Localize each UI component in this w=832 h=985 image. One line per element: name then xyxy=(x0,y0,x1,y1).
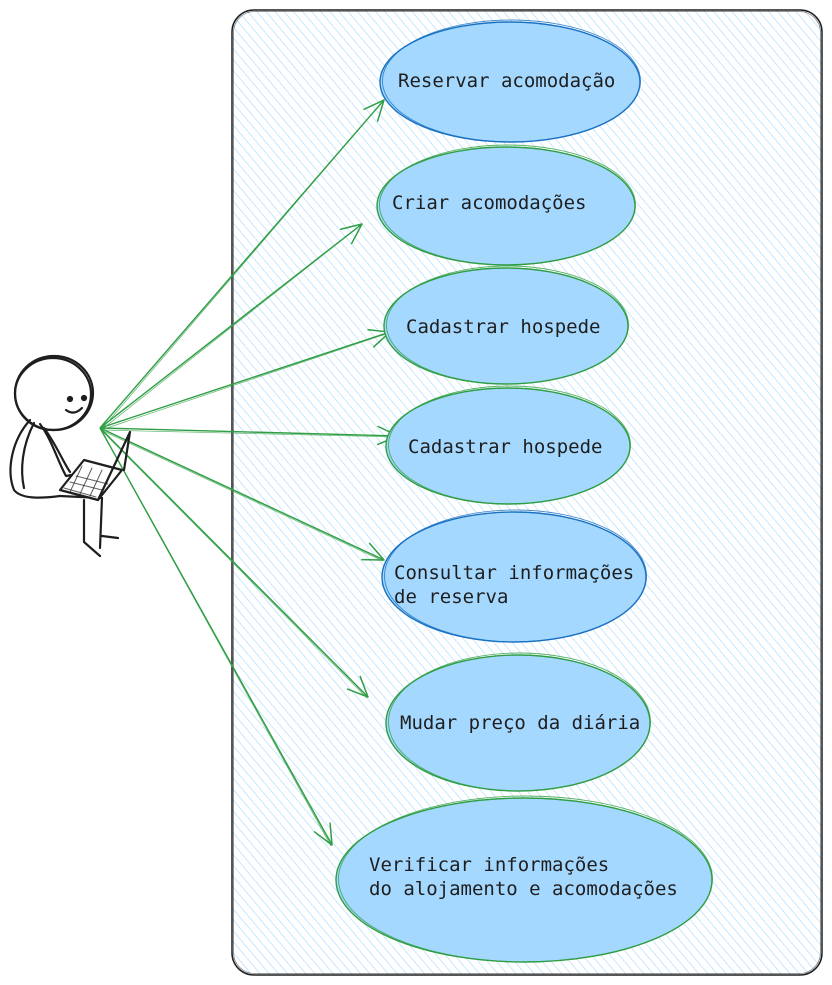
use-case-label: Reservar acomodação xyxy=(398,70,615,92)
use-case-cadastrar-1: Cadastrar hospede xyxy=(383,265,629,385)
association-arrow-consultar xyxy=(99,427,385,562)
use-case-mudar-preco: Mudar preço da diária xyxy=(385,652,651,792)
association-arrow-criar xyxy=(99,223,363,431)
use-case-label: Cadastrar hospede xyxy=(408,436,602,458)
use-case-label: Criar acomodações xyxy=(392,192,586,214)
association-arrow-verificar xyxy=(99,427,333,847)
association-arrows xyxy=(99,99,399,847)
person-with-laptop-icon xyxy=(9,354,132,558)
use-case-reservar: Reservar acomodação xyxy=(379,19,641,143)
use-case-criar: Criar acomodações xyxy=(376,144,636,266)
use-case-label: Verificar informações xyxy=(369,854,609,876)
use-case-label: de reserva xyxy=(394,586,508,608)
association-arrow-mudar-preco xyxy=(99,427,369,699)
use-case-label: do alojamento e acomodações xyxy=(369,878,678,900)
association-arrow-reservar xyxy=(99,99,385,431)
use-case-cadastrar-2: Cadastrar hospede xyxy=(385,385,631,505)
use-case-label: Consultar informações xyxy=(394,562,634,584)
use-case-label: Mudar preço da diária xyxy=(400,712,640,734)
use-case-label: Cadastrar hospede xyxy=(406,316,600,338)
